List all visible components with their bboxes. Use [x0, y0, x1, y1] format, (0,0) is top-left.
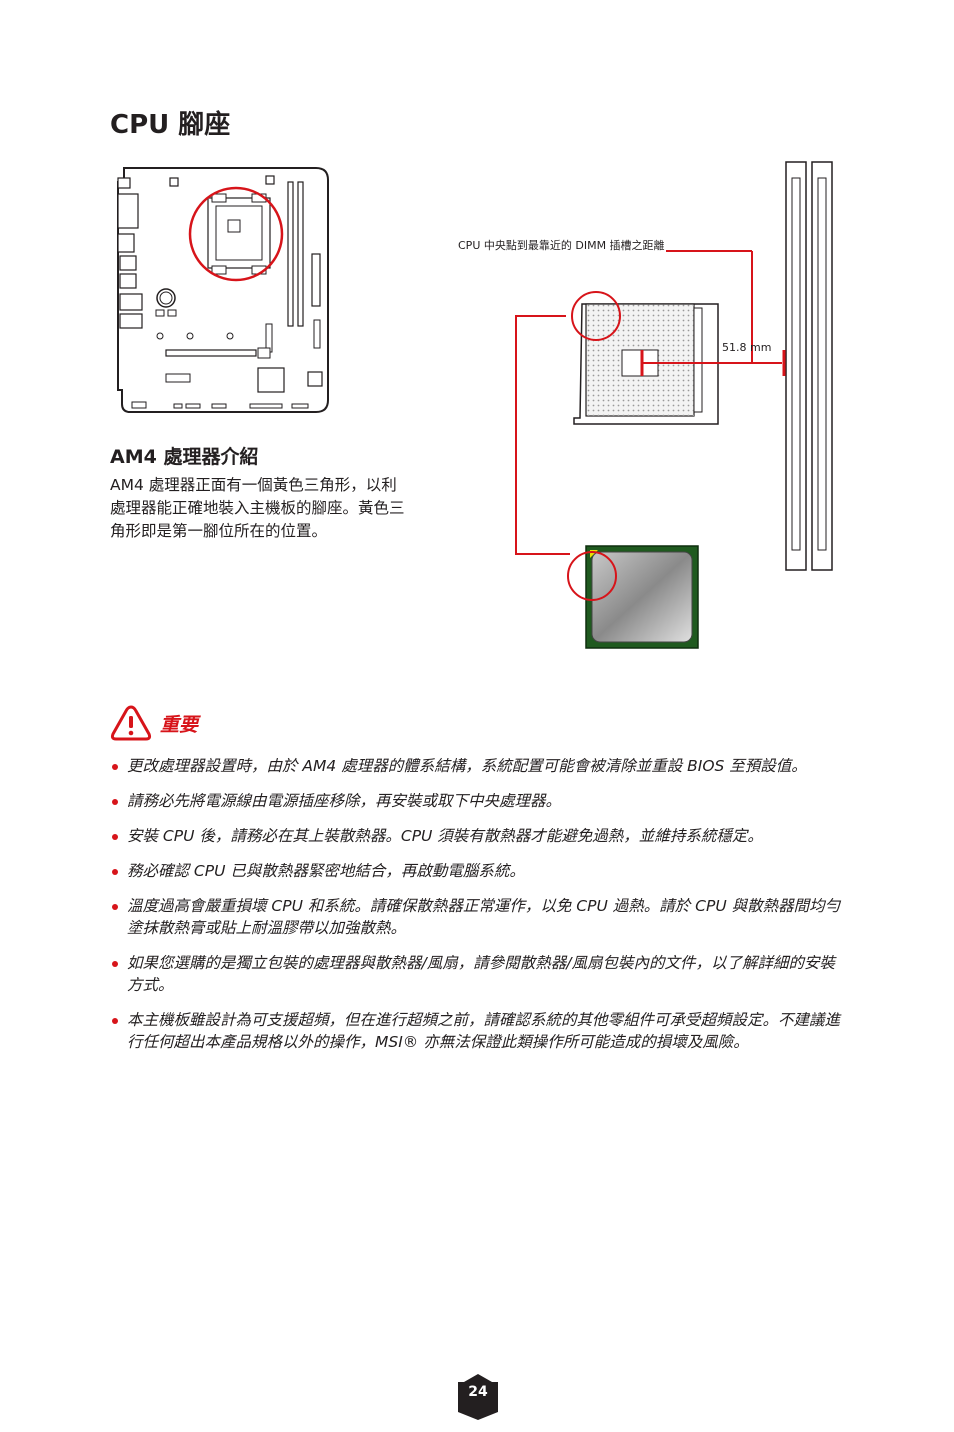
- important-header: 重要: [110, 704, 198, 742]
- bullet-icon: [112, 834, 118, 840]
- socket-diagram: [515, 161, 833, 649]
- list-item: 如果您選購的是獨立包裝的處理器與散熱器/風扇，請參閱散熱器/風扇包裝內的文件，以…: [112, 952, 847, 996]
- bullet-icon: [112, 904, 118, 910]
- motherboard-diagram: [117, 167, 329, 413]
- section-heading: AM4 處理器介紹: [110, 446, 259, 468]
- intro-paragraph: AM4 處理器正面有一個黃色三角形，以利處理器能正確地裝入主機板的腳座。黃色三角…: [110, 476, 405, 540]
- warning-icon: [110, 705, 152, 741]
- bullet-icon: [112, 764, 118, 770]
- distance-measurement: 51.8 mm: [722, 341, 772, 354]
- page-number: 24: [468, 1384, 488, 1400]
- bullet-icon: [112, 799, 118, 805]
- important-list: 更改處理器設置時，由於 AM4 處理器的體系結構，系統配置可能會被清除並重設 B…: [112, 755, 847, 1066]
- important-label: 重要: [160, 713, 199, 736]
- page-title: CPU 腳座: [110, 110, 231, 140]
- bullet-icon: [112, 1018, 118, 1024]
- list-item: 安裝 CPU 後，請務必在其上裝散熱器。CPU 須裝有散熱器才能避免過熱，並維持…: [112, 825, 847, 847]
- page-number-badge-icon: [458, 1374, 498, 1420]
- dimm-distance-callout: CPU 中央點到最靠近的 DIMM 插槽之距離: [458, 239, 665, 252]
- list-item: 務必確認 CPU 已與散熱器緊密地結合，再啟動電腦系統。: [112, 860, 847, 882]
- list-item: 本主機板雖設計為可支援超頻，但在進行超頻之前，請確認系統的其他零組件可承受超頻設…: [112, 1009, 847, 1053]
- list-item: 請務必先將電源線由電源插座移除，再安裝或取下中央處理器。: [112, 790, 847, 812]
- list-item: 溫度過高會嚴重損壞 CPU 和系統。請確保散熱器正常運作，以免 CPU 過熱。請…: [112, 895, 847, 939]
- list-item: 更改處理器設置時，由於 AM4 處理器的體系結構，系統配置可能會被清除並重設 B…: [112, 755, 847, 777]
- bullet-icon: [112, 869, 118, 875]
- bullet-icon: [112, 961, 118, 967]
